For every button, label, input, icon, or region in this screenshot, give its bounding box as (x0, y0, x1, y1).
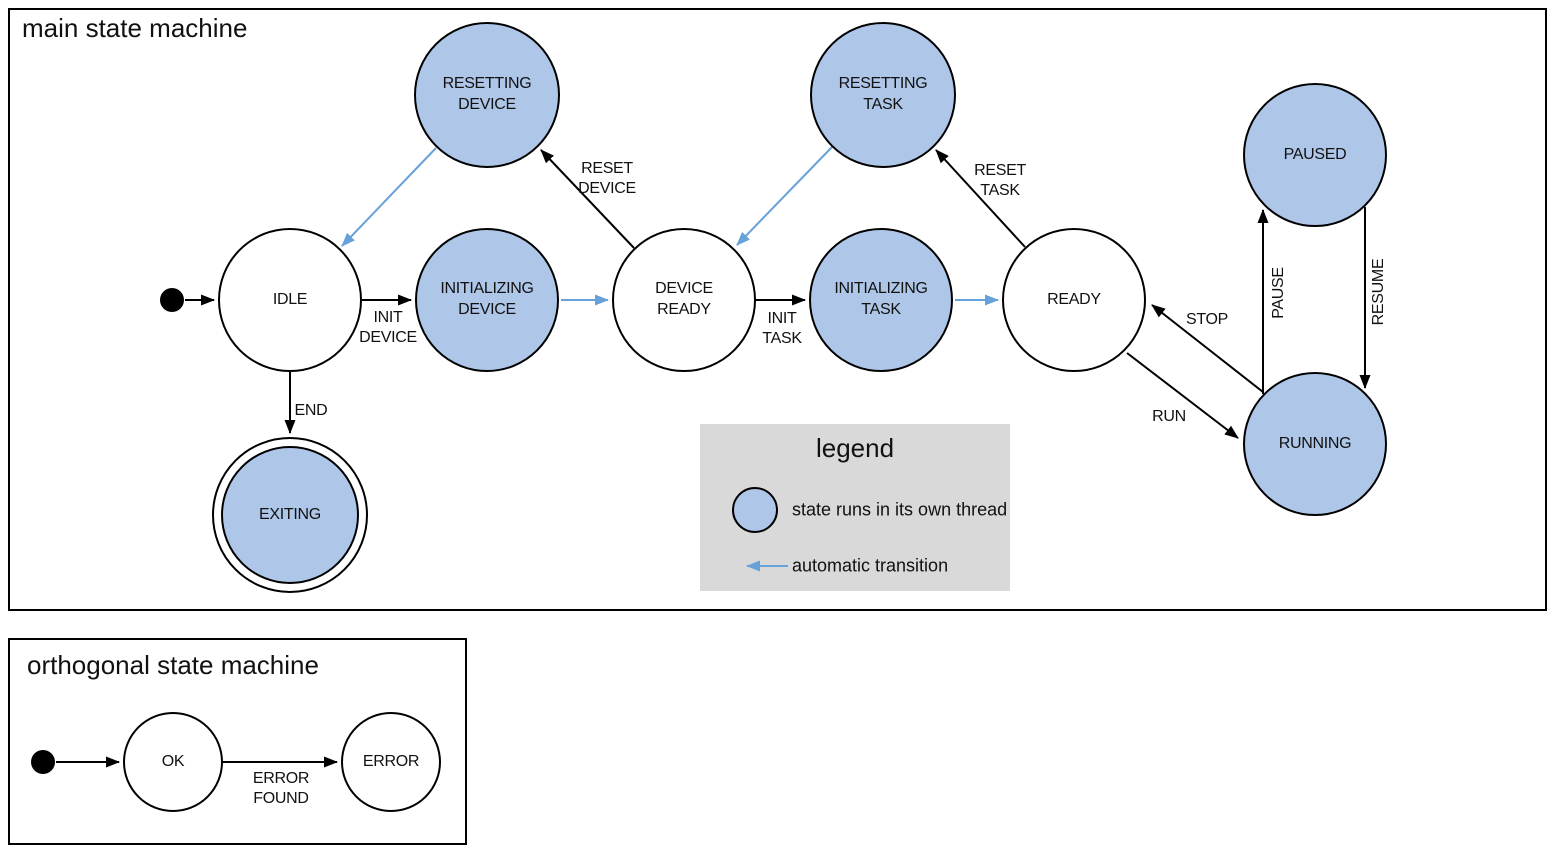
state-ok: OK (123, 712, 223, 812)
state-resetting-task: RESETTING TASK (810, 22, 956, 168)
transition-label-pause: PAUSE (1270, 267, 1287, 319)
state-paused-label: PAUSED (1283, 145, 1347, 163)
state-running-label: RUNNING (1278, 434, 1352, 452)
transition-label-run: RUN (1152, 408, 1186, 425)
state-initializing-task-label: INITIALIZING TASK (834, 280, 928, 318)
transition-label-init-task: INIT TASK (762, 310, 802, 347)
state-device-ready-label: DEVICE READY (655, 280, 713, 318)
state-idle-label: IDLE (272, 290, 308, 308)
legend-item-threaded-label: state runs in its own thread (792, 499, 1008, 520)
state-paused: PAUSED (1243, 83, 1387, 227)
ortho-initial-state-dot (31, 750, 55, 774)
legend-title: legend (815, 433, 895, 463)
state-error-label: ERROR (362, 752, 420, 770)
state-error: ERROR (341, 712, 441, 812)
state-resetting-device: RESETTING DEVICE (414, 22, 560, 168)
transition-label-stop: STOP (1185, 311, 1229, 328)
state-idle: IDLE (218, 228, 362, 372)
state-running: RUNNING (1243, 372, 1387, 516)
main-initial-state-dot (160, 288, 184, 312)
main-panel-title: main state machine (22, 13, 248, 43)
legend-threaded-state-icon (732, 487, 778, 533)
transition-label-reset-task: RESET TASK (974, 162, 1026, 199)
state-ready-label: READY (1047, 290, 1101, 308)
state-exiting-final-ring: EXITING (212, 437, 368, 593)
state-device-ready: DEVICE READY (612, 228, 756, 372)
transition-label-reset-device: RESET DEVICE (578, 160, 636, 197)
state-initializing-device: INITIALIZING DEVICE (415, 228, 559, 372)
state-exiting: EXITING (221, 446, 359, 584)
state-resetting-task-label: RESETTING TASK (838, 75, 928, 113)
state-initializing-device-label: INITIALIZING DEVICE (440, 280, 534, 318)
state-initializing-task: INITIALIZING TASK (809, 228, 953, 372)
transition-label-end: END (294, 402, 328, 419)
state-resetting-device-label: RESETTING DEVICE (442, 75, 532, 113)
state-ok-label: OK (161, 752, 185, 770)
transition-label-init-device: INIT DEVICE (359, 309, 417, 346)
transition-label-resume: RESUME (1370, 258, 1387, 326)
orthogonal-panel-title: orthogonal state machine (27, 650, 319, 680)
transition-label-error-found: ERROR FOUND (252, 770, 310, 807)
state-exiting-label: EXITING (259, 505, 321, 523)
legend-item-automatic-label: automatic transition (792, 555, 949, 576)
state-ready: READY (1002, 228, 1146, 372)
